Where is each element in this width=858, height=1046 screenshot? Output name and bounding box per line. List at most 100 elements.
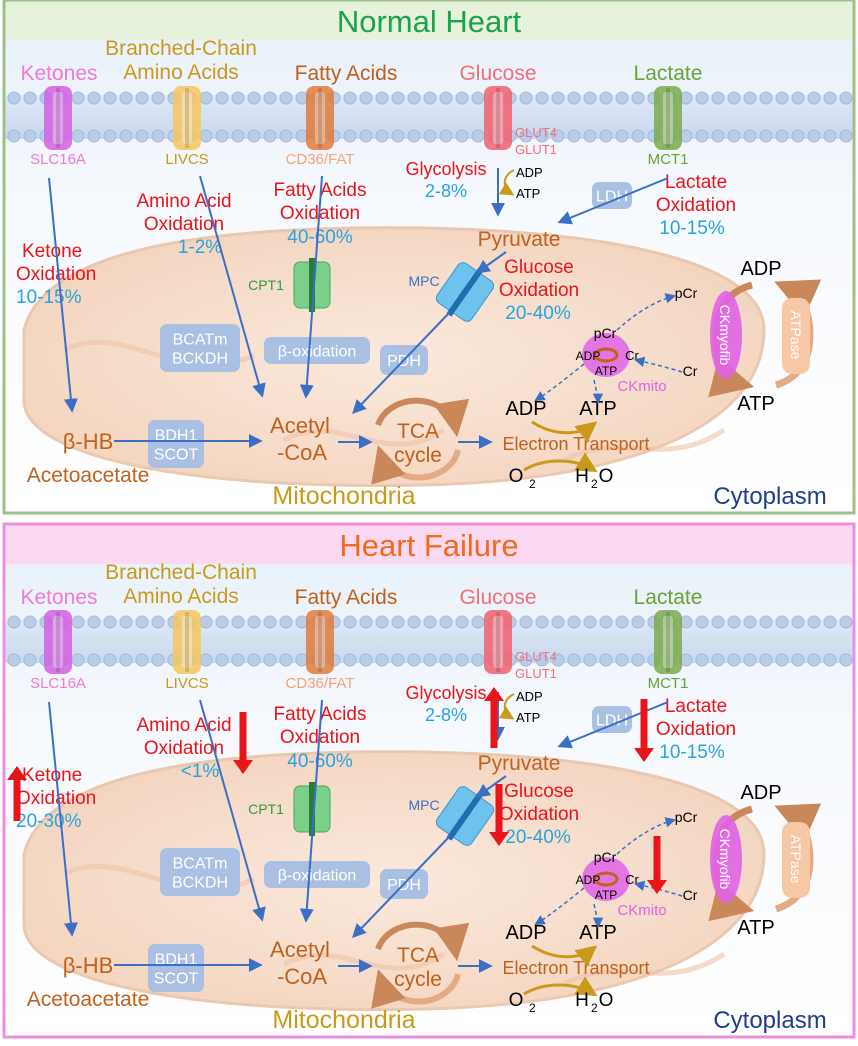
water-subscript: 2 bbox=[591, 1001, 598, 1015]
ketone-oxidation-percent: 20-30% bbox=[16, 811, 82, 832]
ckmito-pcr: pCr bbox=[594, 849, 617, 865]
pdh-to-acetyl-arrow bbox=[352, 835, 451, 939]
substrate-glucose: Glucose bbox=[459, 586, 536, 609]
amino-acid-oxidation-label: Oxidation bbox=[144, 738, 224, 759]
beta-oxidation-enzyme: β-oxidation bbox=[264, 861, 370, 888]
amino-acid-oxidation-decrease-arrow bbox=[233, 712, 253, 774]
mpc-channel-icon bbox=[435, 786, 495, 846]
acetyl-coa-label: -CoA bbox=[277, 440, 327, 465]
tca-cycle-icon bbox=[371, 397, 470, 485]
atp-supply-arrow bbox=[592, 903, 604, 929]
pcr-export-arrow bbox=[616, 293, 677, 331]
beta-hb-label: β-HB bbox=[63, 953, 114, 978]
transporter-glut4: GLUT4 bbox=[515, 649, 557, 664]
ketone-oxidation-label: Ketone bbox=[22, 765, 82, 786]
ketone-flow-arrow bbox=[48, 177, 78, 413]
ketone-oxidation-label: Oxidation bbox=[16, 264, 96, 285]
electron-transport-label: Electron Transport bbox=[502, 958, 649, 978]
glycolysis-label: Glycolysis bbox=[405, 159, 486, 179]
bdh1-scot-enzyme-box bbox=[148, 944, 204, 992]
oxygen-subscript: 2 bbox=[529, 1001, 536, 1015]
cytoplasm-label: Cytoplasm bbox=[713, 483, 826, 510]
atpase-label: ATPase bbox=[788, 311, 804, 360]
glut-transporter-icon bbox=[484, 86, 512, 150]
acetyl-coa-label: Acetyl bbox=[270, 937, 330, 962]
tca-label: TCA bbox=[397, 944, 439, 967]
pcr-export-arrow bbox=[616, 817, 677, 855]
glycolysis-label: Glycolysis bbox=[405, 683, 486, 703]
water-label: O bbox=[599, 990, 614, 1011]
ckmito-adp: ADP bbox=[576, 349, 601, 363]
ketone-oxidation-increase-arrow bbox=[7, 766, 27, 821]
beta-oxidation-enzyme: β-oxidation bbox=[264, 337, 370, 364]
glucose-oxidation-label: Glucose bbox=[504, 781, 574, 802]
creatine-shuttle-decrease-arrow bbox=[647, 836, 667, 894]
substrate-bcaa: Branched-Chain bbox=[105, 561, 257, 584]
glucose-oxidation-percent: 20-40% bbox=[505, 827, 571, 848]
electron-transport-label: Electron Transport bbox=[502, 434, 649, 454]
panel-title: Heart Failure bbox=[339, 528, 518, 563]
panel-title: Normal Heart bbox=[337, 4, 522, 39]
cpt1-label: CPT1 bbox=[248, 277, 284, 293]
fatty-acid-flow-arrow bbox=[299, 699, 323, 923]
atp-supply-arrow bbox=[592, 379, 604, 405]
amino-flow-arrow bbox=[199, 699, 266, 922]
pyruvate-to-mpc-arrow bbox=[475, 251, 507, 274]
ketone-oxidation-label: Oxidation bbox=[16, 788, 96, 809]
beta-oxidation-enzyme-label: β-oxidation bbox=[278, 868, 357, 885]
bcatm-bckdh-enzyme-label: BCATm bbox=[173, 332, 228, 349]
glycolysis-atp: ATP bbox=[516, 186, 540, 201]
glycolysis-adp: ADP bbox=[516, 689, 543, 704]
water-label: H bbox=[575, 990, 589, 1011]
mct1-transporter-icon bbox=[654, 610, 682, 674]
ckmito-icon bbox=[582, 857, 630, 901]
glycolysis-percent: 2-8% bbox=[425, 181, 467, 201]
fatty-acid-oxidation-percent: 40-60% bbox=[287, 751, 353, 772]
slc16a-transporter-icon bbox=[44, 86, 72, 150]
etc-adp: ADP bbox=[505, 398, 546, 420]
mpc-label: MPC bbox=[408, 797, 439, 813]
glycolysis-increase-arrow bbox=[484, 687, 504, 748]
pdh-enzyme-label: PDH bbox=[387, 353, 421, 370]
lactate-oxidation-label: Oxidation bbox=[656, 719, 736, 740]
tca-cycle-icon bbox=[371, 921, 470, 1009]
panel-failure: Heart FailureKetonesBranched-ChainAmino … bbox=[2, 522, 856, 1039]
cytoplasm-pcr: pCr bbox=[675, 285, 698, 301]
substrate-ketones: Ketones bbox=[20, 586, 97, 609]
etc-atp: ATP bbox=[579, 922, 616, 944]
transporter-slc16a: SLC16A bbox=[30, 151, 86, 168]
panel-frame bbox=[2, 522, 856, 1039]
glycolysis-adp: ADP bbox=[516, 165, 543, 180]
ketone-oxidation-label: Ketone bbox=[22, 241, 82, 262]
amino-acid-oxidation-label: Oxidation bbox=[144, 214, 224, 235]
ldh-enzyme-label: LDH bbox=[596, 189, 628, 206]
ldh-enzyme-box bbox=[592, 706, 632, 733]
substrate-ketones: Ketones bbox=[20, 62, 97, 85]
transporter-glut1: GLUT1 bbox=[515, 142, 557, 157]
substrate-bcaa: Amino Acids bbox=[123, 61, 239, 84]
ckmito-cr: Cr bbox=[625, 872, 639, 887]
transporter-mct1: MCT1 bbox=[648, 151, 689, 168]
atpase-label: ATPase bbox=[788, 835, 804, 884]
pyruvate-label: Pyruvate bbox=[478, 752, 561, 775]
cd36-transporter-icon bbox=[306, 86, 334, 150]
glut-transporter-icon bbox=[484, 610, 512, 674]
bdh1-scot-enzyme-box bbox=[148, 420, 204, 468]
transporter-livcs: LIVCS bbox=[165, 675, 208, 692]
amino-flow-arrow bbox=[199, 175, 266, 398]
panel-frame bbox=[2, 0, 856, 515]
glucose-oxidation-label: Oxidation bbox=[499, 804, 579, 825]
bcatm-bckdh-enzyme-box bbox=[160, 848, 240, 896]
pdh-enzyme-label: PDH bbox=[387, 877, 421, 894]
myofib-adp: ADP bbox=[740, 782, 781, 804]
substrate-bcaa: Branched-Chain bbox=[105, 37, 257, 60]
lactate-oxidation-label: Lactate bbox=[665, 696, 727, 717]
ckmito-label: CKmito bbox=[617, 902, 666, 919]
mitochondria-label: Mitochondria bbox=[272, 1006, 415, 1034]
glycolysis-percent: 2-8% bbox=[425, 705, 467, 725]
oxygen-label: O bbox=[509, 990, 524, 1011]
